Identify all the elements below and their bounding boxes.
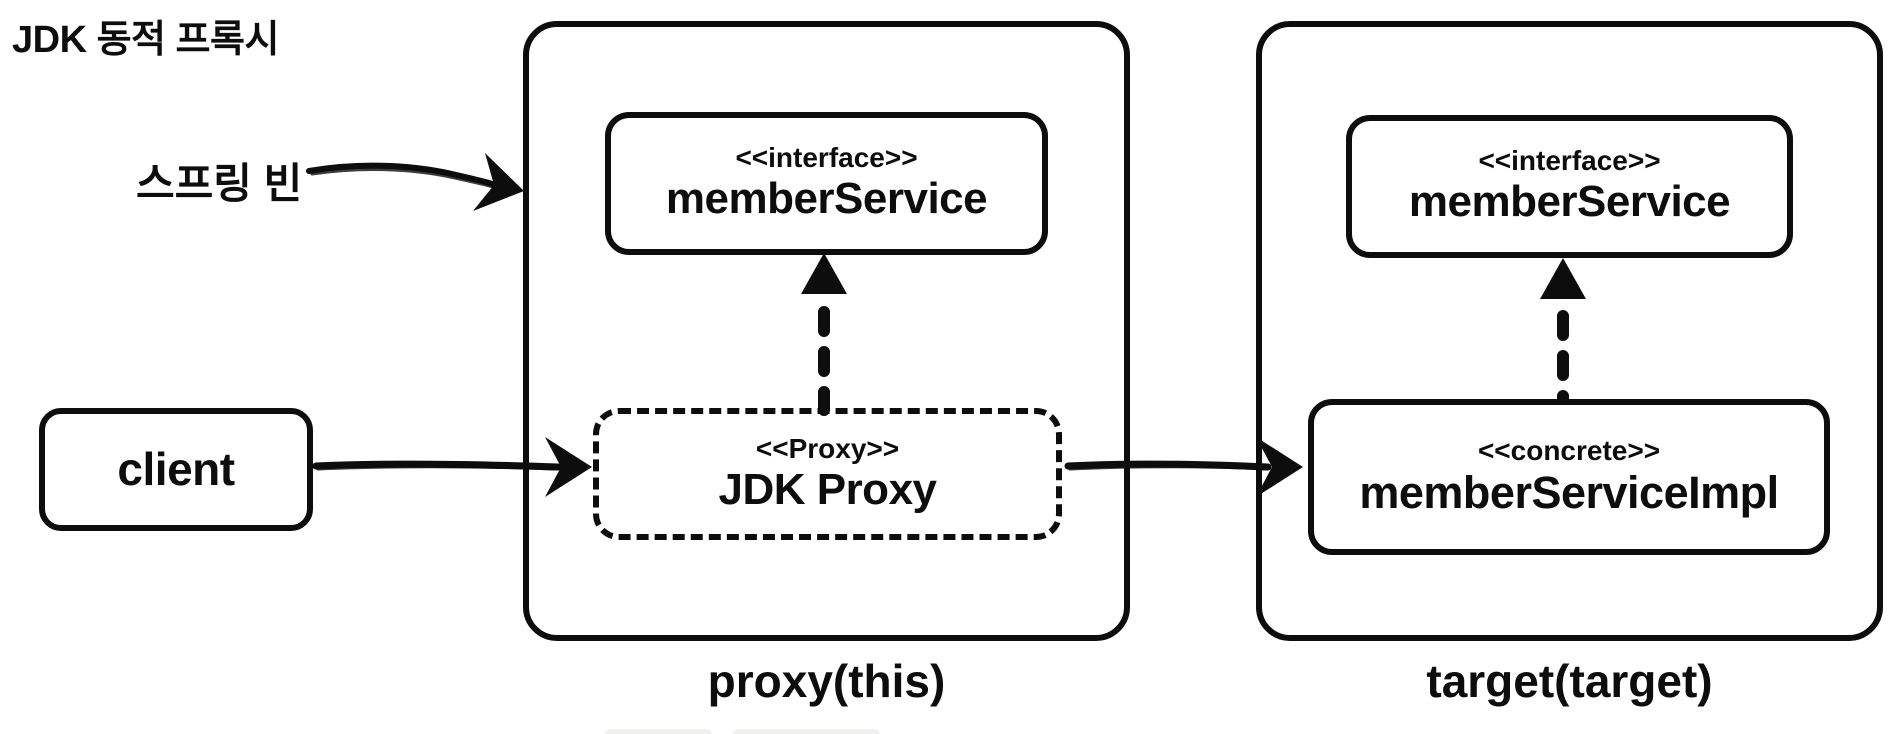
target-group-frame: [1256, 21, 1883, 641]
member-service-impl-name: memberServiceImpl: [1359, 467, 1779, 519]
diagram-title: JDK 동적 프록시: [12, 19, 279, 61]
proxy-group-frame: [523, 21, 1130, 641]
jdk-proxy-box: <<Proxy>> JDK Proxy: [593, 408, 1062, 540]
proxy-interface-stereotype: <<interface>>: [735, 142, 918, 174]
target-interface-box: <<interface>> memberService: [1346, 115, 1793, 258]
client-label: client: [117, 443, 235, 496]
bottom-cropped-fragment: [605, 729, 712, 734]
proxy-interface-box: <<interface>> memberService: [605, 112, 1048, 255]
spring-bean-arrow: [306, 153, 524, 211]
jdk-proxy-stereotype: <<Proxy>>: [755, 432, 900, 464]
client-box: client: [39, 408, 313, 531]
proxy-interface-name: memberService: [665, 174, 988, 224]
jdk-proxy-name: JDK Proxy: [718, 464, 937, 514]
target-interface-name: memberService: [1408, 177, 1731, 227]
member-service-impl-stereotype: <<concrete>>: [1477, 435, 1661, 467]
member-service-impl-box: <<concrete>> memberServiceImpl: [1308, 399, 1830, 555]
bottom-cropped-fragment: [733, 729, 880, 734]
target-group-caption: target(target): [1426, 655, 1713, 707]
proxy-group-caption: proxy(this): [707, 655, 946, 707]
spring-bean-label: 스프링 빈: [136, 160, 303, 207]
target-interface-stereotype: <<interface>>: [1478, 145, 1661, 177]
